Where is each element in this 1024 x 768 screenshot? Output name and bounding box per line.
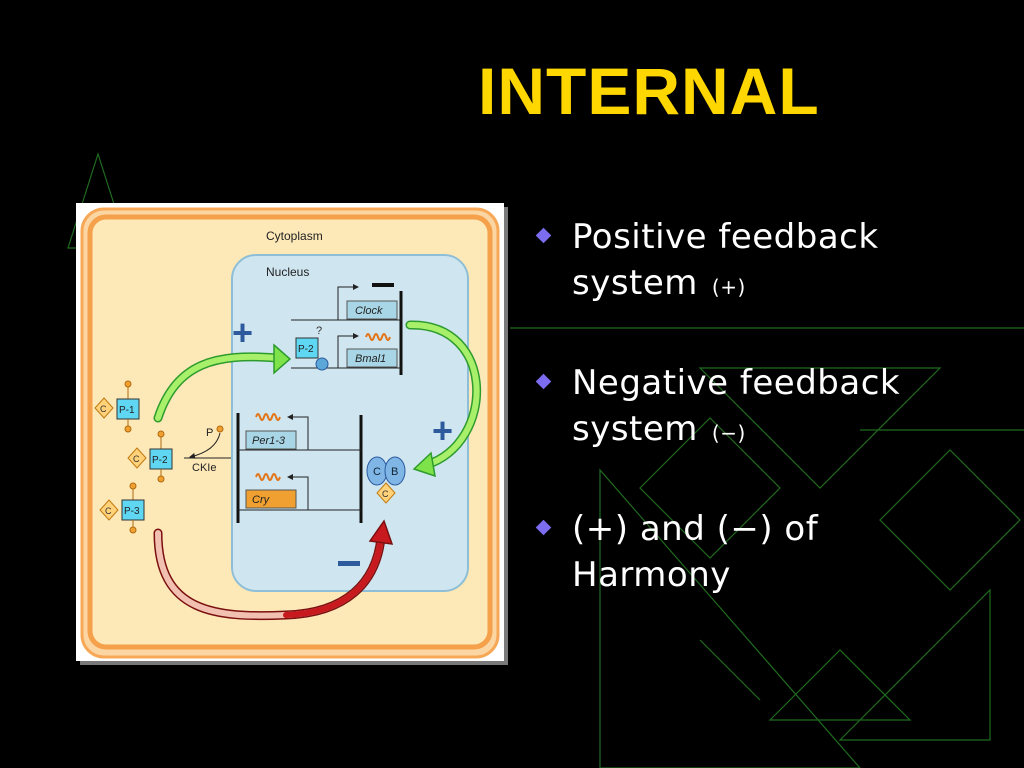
p2-nucleus-box	[295, 337, 319, 359]
p2-label: P-2	[152, 455, 168, 466]
bullet-text-line2: system (+)	[572, 260, 976, 310]
p1-complex: C P-1	[94, 380, 140, 433]
positive-arrowhead-2	[412, 451, 436, 478]
phospho-label: P	[206, 427, 213, 439]
protein-ball-icon	[315, 357, 329, 371]
p1-c-label: C	[100, 404, 107, 414]
diamond-bullet-icon	[535, 227, 552, 244]
c-protein-label: C	[373, 466, 381, 478]
p2-complex: C P-2	[127, 430, 173, 483]
bmal1-gene-box	[346, 348, 398, 368]
phosphorylation-arrow	[189, 432, 221, 459]
decor-diamond	[879, 449, 1021, 591]
bullet-text-line2: Harmony	[572, 555, 731, 595]
decor-triangle	[599, 468, 861, 768]
decor-triangle	[838, 588, 991, 741]
minus-sign	[338, 561, 360, 566]
circadian-feedback-diagram: Cytoplasm Nucleus Clock Bmal1 P-2 ? Per1…	[76, 203, 508, 665]
bullet-text-line2: system (−)	[572, 406, 976, 456]
question-mark: ?	[316, 325, 322, 337]
bmal1-gene-label: Bmal1	[355, 353, 386, 365]
decor-triangle	[768, 649, 912, 721]
bullet-text-line1: (+) and (−) of	[572, 509, 819, 549]
minus-marker	[372, 283, 394, 287]
plus-sign-right: +	[432, 410, 453, 451]
p2-c-label: C	[133, 454, 140, 464]
decor-triangle	[698, 367, 942, 489]
bullet-text-line1: Negative feedback	[572, 363, 901, 403]
phosphate-icon	[216, 425, 224, 433]
per-gene-box	[245, 430, 297, 450]
decor-line	[699, 639, 761, 701]
nucleus-label: Nucleus	[266, 265, 309, 279]
bullet-item-harmony: (+) and (−) of Harmony	[535, 506, 976, 598]
p3-label: P-3	[124, 506, 140, 517]
mrna-wave-icon	[255, 473, 281, 481]
cytoplasm-label: Cytoplasm	[266, 229, 323, 243]
positive-arrow-1	[155, 353, 279, 421]
bullet-text-system: system	[572, 263, 698, 303]
c-diamond-label: C	[382, 489, 389, 499]
p3-c-label: C	[105, 506, 112, 516]
b-protein-label: B	[391, 466, 398, 478]
transcription-arrow	[337, 284, 359, 320]
clock-gene-box	[346, 300, 398, 320]
clock-gene-label: Clock	[355, 305, 383, 317]
cry-gene-label: Cry	[252, 494, 271, 506]
cry-gene-box	[245, 489, 297, 509]
diagram-svg: Cytoplasm Nucleus Clock Bmal1 P-2 ? Per1…	[76, 203, 508, 665]
positive-arrow-2	[407, 321, 480, 468]
plus-sign-left: +	[232, 312, 253, 353]
mrna-wave-icon	[255, 413, 281, 421]
bullet-text-system: system	[572, 409, 698, 449]
transcription-arrow	[287, 414, 309, 450]
negative-arrowhead	[368, 519, 394, 545]
transcription-arrow	[337, 333, 359, 368]
p1-label: P-1	[119, 405, 135, 416]
bullet-item-positive: Positive feedback system (+)	[535, 214, 976, 310]
c-diamond-icon	[376, 482, 396, 504]
bullet-sign: (−)	[711, 421, 746, 445]
positive-arrowhead-1	[273, 343, 292, 375]
p2-nucleus-label: P-2	[298, 344, 314, 355]
p3-complex: C P-3	[99, 482, 145, 534]
bullet-item-negative: Negative feedback system (−)	[535, 360, 976, 456]
bmal-protein-icon	[384, 456, 406, 486]
decor-diamond	[639, 417, 781, 559]
diamond-bullet-icon	[535, 519, 552, 536]
mrna-wave-icon	[365, 333, 391, 341]
per-gene-label: Per1-3	[252, 435, 286, 447]
diamond-bullet-icon	[535, 373, 552, 390]
transcription-arrow	[287, 474, 309, 510]
negative-arrow-red	[283, 535, 384, 618]
page-title: INTERNAL	[478, 54, 820, 128]
kinase-label: CKIe	[192, 462, 216, 474]
bullet-list: Positive feedback system (+) Negative fee…	[535, 214, 976, 648]
bullet-text-line1: Positive feedback	[572, 217, 879, 257]
bullet-sign: (+)	[711, 275, 746, 299]
